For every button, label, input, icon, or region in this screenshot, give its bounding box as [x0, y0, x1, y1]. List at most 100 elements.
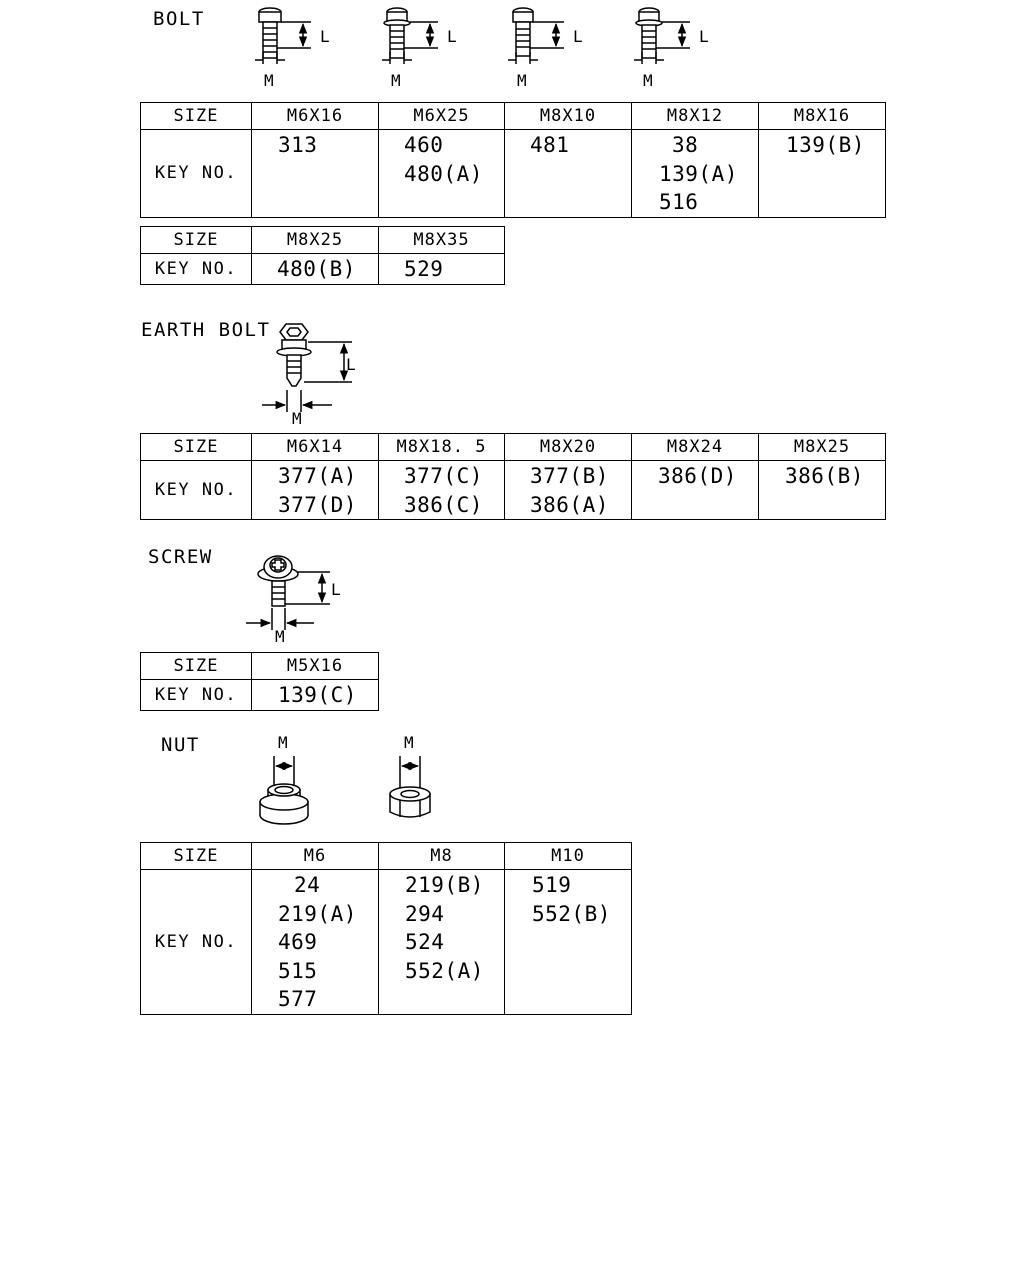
key-cell: 38 139(A) 516	[631, 129, 759, 218]
key-no-header: KEY NO.	[140, 460, 252, 520]
size-header: SIZE	[140, 433, 252, 461]
key-number: 38	[672, 133, 699, 157]
key-number: 552(A)	[405, 958, 484, 983]
bolt-length-label: L	[447, 27, 457, 46]
key-cell: 219(B) 294 524 552(A)	[378, 869, 505, 1015]
size-cell: M8X16	[758, 102, 886, 130]
nut-section-title: NUT	[161, 734, 200, 756]
size-cell: M8X12	[631, 102, 759, 130]
bolt-size-table: SIZE M6X16 M6X25 M8X10 M8X12 M8X16 KEY N…	[140, 102, 886, 218]
key-cell: 481	[504, 129, 632, 218]
bolt-diagram-1: L M	[255, 7, 330, 90]
key-number: 460	[404, 133, 444, 157]
key-cell: 139(B)	[758, 129, 886, 218]
bolt-section-title: BOLT	[153, 8, 205, 30]
key-number: 516	[659, 190, 699, 214]
key-cell: 139(C)	[251, 679, 379, 711]
key-number: 481	[530, 133, 570, 157]
key-number: 524	[405, 930, 445, 954]
bolt-diagram-4: L M	[634, 7, 709, 90]
key-cell: 519 552(B)	[504, 869, 632, 1015]
key-number: 139(B)	[786, 133, 865, 157]
key-number: 377(D)	[278, 492, 357, 517]
key-number: 219(A)	[278, 901, 357, 926]
bolt-diagram-3: L M	[508, 7, 583, 90]
bolt-thread-label: M	[643, 71, 653, 90]
key-number: 377(A)	[278, 464, 357, 488]
key-no-header: KEY NO.	[140, 679, 252, 711]
key-cell: 313	[251, 129, 379, 218]
key-cell: 386(D)	[631, 460, 759, 520]
size-cell: M6X25	[378, 102, 505, 130]
nut-thread-label: M	[404, 733, 414, 752]
bolt-thread-label: M	[391, 71, 401, 90]
size-cell: M6X16	[251, 102, 379, 130]
key-number: 480(A)	[404, 161, 483, 186]
key-cell: 386(B)	[758, 460, 886, 520]
bolt-thread-label: M	[264, 71, 274, 90]
key-number: 386(A)	[530, 492, 609, 517]
earth-bolt-section-title: EARTH BOLT	[141, 319, 271, 341]
bolt-thread-label: M	[517, 71, 527, 90]
key-cell: 480(B)	[251, 253, 379, 285]
nut-thread-label: M	[278, 733, 288, 752]
earth-bolt-diagram: L M	[262, 323, 356, 428]
key-number: 469	[278, 930, 318, 954]
size-header: SIZE	[140, 652, 252, 680]
key-number: 377(B)	[530, 464, 609, 488]
key-number: 139(C)	[278, 683, 357, 707]
key-cell: 377(C) 386(C)	[378, 460, 505, 520]
size-cell: M8X25	[758, 433, 886, 461]
size-header: SIZE	[140, 226, 252, 254]
bolt-length-label: L	[699, 27, 709, 46]
key-number: 139(A)	[659, 161, 738, 186]
key-cell: 529	[378, 253, 505, 285]
key-number: 515	[278, 958, 318, 983]
key-number: 529	[404, 257, 444, 281]
screw-thread-label: M	[275, 627, 285, 646]
key-number: 386(B)	[785, 464, 864, 488]
size-cell: M6X14	[251, 433, 379, 461]
size-cell: M10	[504, 842, 632, 870]
earth-bolt-size-table: SIZE M6X14 M8X18. 5 M8X20 M8X24 M8X25 KE…	[140, 433, 886, 520]
key-number: 313	[278, 133, 318, 157]
earth-bolt-thread-label: M	[292, 409, 302, 428]
size-cell: M6	[251, 842, 379, 870]
key-no-header: KEY NO.	[140, 869, 252, 1015]
key-cell: 460 480(A)	[378, 129, 505, 218]
key-number: 480(B)	[277, 257, 356, 281]
key-number: 386(C)	[404, 492, 483, 517]
key-number: 219(B)	[405, 873, 484, 897]
screw-size-table: SIZE M5X16 KEY NO. 139(C)	[140, 652, 379, 711]
size-cell: M8X25	[251, 226, 379, 254]
size-cell: M8X18. 5	[378, 433, 505, 461]
size-cell: M8X10	[504, 102, 632, 130]
nut-size-table: SIZE M6 M8 M10 KEY NO. 24 219(A) 469 515…	[140, 842, 632, 1015]
screw-length-label: L	[331, 580, 341, 599]
hex-nut-diagram: M	[389, 733, 431, 818]
size-cell: M8	[378, 842, 505, 870]
key-cell: 24 219(A) 469 515 577	[251, 869, 379, 1015]
bolt-diagram-2: L M	[382, 7, 457, 90]
size-header: SIZE	[140, 102, 252, 130]
key-no-header: KEY NO.	[140, 253, 252, 285]
key-number: 552(B)	[532, 901, 611, 926]
key-number: 294	[405, 901, 445, 926]
size-cell: M8X35	[378, 226, 505, 254]
key-no-header: KEY NO.	[140, 129, 252, 218]
key-number: 577	[278, 987, 318, 1011]
flange-nut-diagram: M	[259, 733, 309, 825]
key-number: 377(C)	[404, 464, 483, 488]
bolt-length-label: L	[320, 27, 330, 46]
key-cell: 377(B) 386(A)	[504, 460, 632, 520]
bolt-size-table-2: SIZE M8X25 M8X35 KEY NO. 480(B) 529	[140, 226, 505, 285]
earth-bolt-length-label: L	[346, 355, 356, 374]
bolt-length-label: L	[573, 27, 583, 46]
screw-diagram: L M	[246, 555, 341, 646]
size-cell: M5X16	[251, 652, 379, 680]
key-cell: 377(A) 377(D)	[251, 460, 379, 520]
size-cell: M8X20	[504, 433, 632, 461]
size-cell: M8X24	[631, 433, 759, 461]
key-number: 386(D)	[658, 464, 737, 488]
key-number: 519	[532, 873, 572, 897]
